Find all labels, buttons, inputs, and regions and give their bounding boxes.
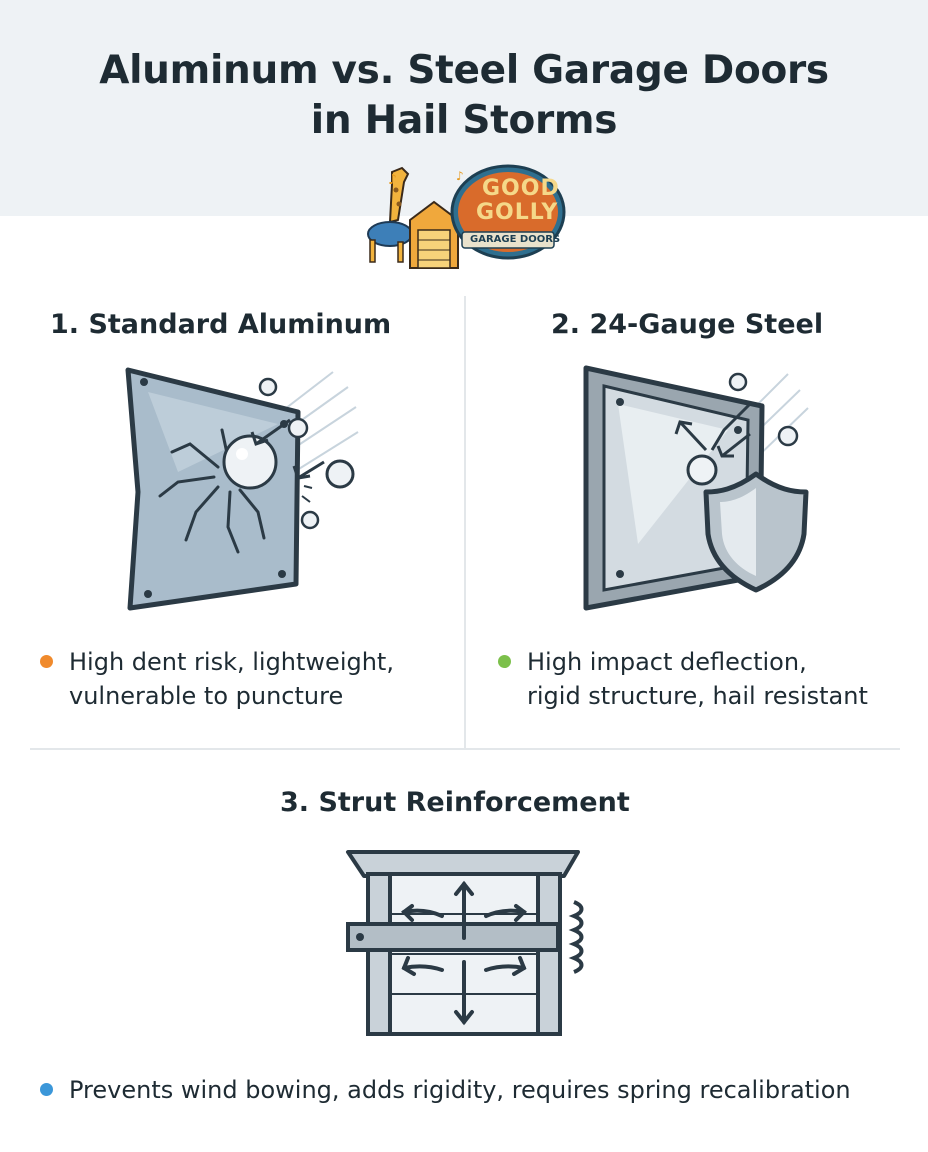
steel-panel-shield-icon — [583, 365, 809, 611]
orange-bullet-dot — [40, 655, 53, 668]
section-3-heading: 3. Strut Reinforcement — [280, 787, 630, 818]
page-title-line2: in Hail Storms — [310, 98, 618, 143]
row-divider — [30, 748, 900, 750]
logo-graphic-icon: ♪ ♪ — [367, 164, 566, 269]
header-band — [0, 0, 928, 216]
blue-bullet-dot — [40, 1083, 53, 1096]
section-2-heading: 2. 24-Gauge Steel — [551, 309, 824, 340]
logo-word-golly: GOLLY — [476, 200, 559, 225]
svg-text:♪: ♪ — [388, 172, 397, 188]
svg-text:♪: ♪ — [456, 169, 464, 183]
page-title-line1: Aluminum vs. Steel Garage Doors — [99, 48, 829, 93]
section-2-bullet-line1: High impact deflection, — [527, 648, 807, 676]
brand-logo: ♪ ♪ GOOD GOLLY GARAGE DOORS — [352, 160, 568, 272]
section-2-bullet: High impact deflection, rigid structure,… — [498, 645, 868, 713]
section-1-bullet-text: High dent risk, lightweight, vulnerable … — [69, 645, 394, 713]
logo-word-good: GOOD — [482, 176, 560, 201]
section-1-heading: 1. Standard Aluminum — [50, 309, 392, 340]
section-2-bullet-text: High impact deflection, rigid structure,… — [527, 645, 868, 713]
reinforced-garage-door-icon — [346, 850, 584, 1036]
section-1-bullet-line1: High dent risk, lightweight, — [69, 648, 394, 676]
section-1-bullet-line2: vulnerable to puncture — [69, 682, 344, 710]
garage-building-icon — [409, 200, 459, 269]
cracked-aluminum-panel-icon — [125, 367, 359, 611]
logo-badge — [450, 164, 566, 260]
column-divider — [464, 296, 466, 748]
section-2-bullet-line2: rigid structure, hail resistant — [527, 682, 868, 710]
green-bullet-dot — [498, 655, 511, 668]
page-title: Aluminum vs. Steel Garage Doors in Hail … — [0, 46, 928, 146]
giraffe-mascot-icon: ♪ ♪ — [367, 166, 464, 263]
section-1-bullet: High dent risk, lightweight, vulnerable … — [40, 645, 394, 713]
logo-tagline: GARAGE DOORS — [470, 234, 561, 245]
section-3-bullet: Prevents wind bowing, adds rigidity, req… — [40, 1073, 851, 1107]
section-3-bullet-text: Prevents wind bowing, adds rigidity, req… — [69, 1076, 851, 1104]
